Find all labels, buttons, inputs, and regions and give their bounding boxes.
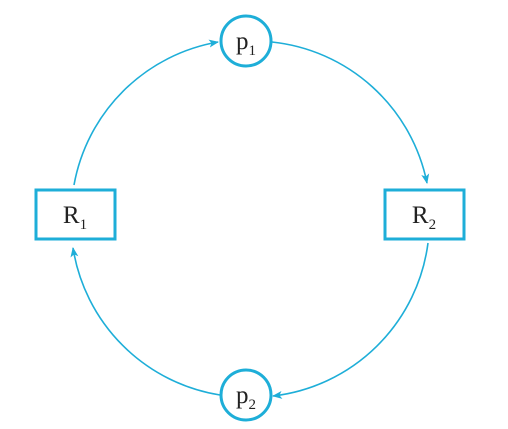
process-node-p1: p1	[219, 14, 273, 68]
resource-node-r2: R2	[383, 188, 466, 241]
process-node-p2: p2	[219, 368, 273, 422]
edge-r1-to-p1	[73, 39, 219, 186]
resource-node-r1: R1	[34, 188, 117, 241]
resource-box-r1	[34, 188, 117, 241]
edge-r2-to-p2	[272, 242, 429, 399]
process-circle-p1	[219, 14, 273, 68]
process-circle-p2	[219, 368, 273, 422]
edge-p2-to-r1	[70, 247, 221, 396]
resource-label-r1: R1	[63, 202, 87, 233]
process-label-p2: p2	[236, 382, 256, 413]
edges	[70, 39, 430, 399]
process-label-p1: p1	[236, 28, 256, 59]
resource-box-r2	[383, 188, 466, 241]
edge-p1-to-r2	[271, 41, 430, 184]
resource-label-r2: R2	[412, 202, 436, 233]
